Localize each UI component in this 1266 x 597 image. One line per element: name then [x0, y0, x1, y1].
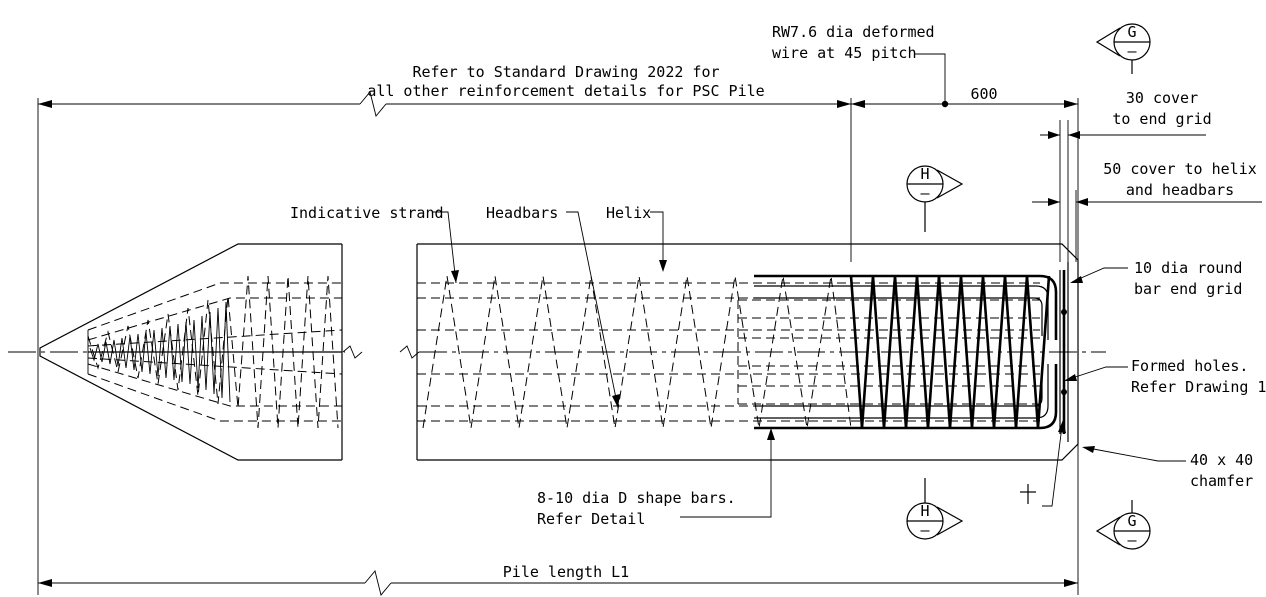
section-sheet: –	[1127, 42, 1137, 60]
pile-length-dimension	[38, 570, 1078, 596]
d-bars-note: 8-10 dia D shape bars.	[537, 489, 736, 507]
helix-label: Helix	[606, 204, 651, 222]
leaders	[432, 53, 1262, 518]
strand-label: Indicative strand	[290, 204, 444, 222]
pile-head-d-bars	[754, 274, 1058, 430]
chamfer-note: 40 x 40	[1190, 451, 1253, 469]
section-sheet: –	[920, 184, 930, 202]
wire-note: RW7.6 dia deformed	[772, 23, 935, 41]
formed-holes-note-2: Refer Drawing 1	[1131, 378, 1266, 396]
pile-toe-reinforcement	[87, 275, 343, 429]
dimension-600: 600	[970, 85, 997, 103]
section-letter: H	[920, 165, 929, 183]
cover-30-note-2: to end grid	[1112, 110, 1211, 128]
section-marker-h-top: H –	[906, 165, 964, 232]
standard-drawing-note-2: all other reinforcement details for PSC …	[367, 82, 764, 100]
pile-head-outline	[416, 243, 1079, 461]
section-marker-g-top: G –	[1095, 23, 1151, 74]
section-sheet: –	[1127, 531, 1137, 549]
top-dimension-line	[37, 91, 1079, 595]
wire-note-2: wire at 45 pitch	[772, 44, 917, 62]
formed-holes-note: Formed holes.	[1131, 357, 1248, 375]
section-letter: G	[1127, 23, 1136, 41]
section-sheet: –	[920, 521, 930, 539]
section-letter: G	[1127, 512, 1136, 530]
section-marker-h-bottom: H –	[906, 478, 964, 540]
pile-length-label: Pile length L1	[503, 563, 629, 581]
cover-50-note-2: and headbars	[1126, 181, 1234, 199]
section-letter: H	[920, 502, 929, 520]
pile-end-grid	[1059, 262, 1069, 442]
standard-drawing-note: Refer to Standard Drawing 2022 for	[412, 63, 719, 81]
cover-50-note: 50 cover to helix	[1103, 160, 1257, 178]
end-grid-note: 10 dia round	[1134, 259, 1242, 277]
end-grid-note-2: bar end grid	[1134, 280, 1242, 298]
chamfer-note-2: chamfer	[1190, 472, 1253, 490]
d-bars-note-2: Refer Detail	[537, 510, 645, 528]
headbars-label: Headbars	[486, 204, 558, 222]
cover-30-note: 30 cover	[1126, 89, 1198, 107]
section-marker-g-bottom: G –	[1095, 500, 1151, 550]
